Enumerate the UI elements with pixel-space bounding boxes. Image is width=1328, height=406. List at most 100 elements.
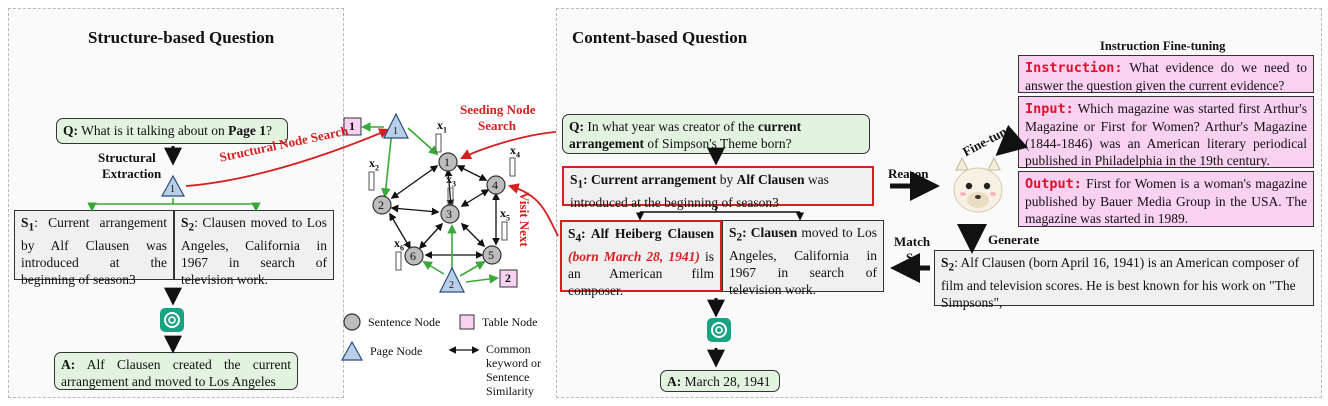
page-label-1: 1 <box>393 126 398 137</box>
chatgpt-icon <box>160 308 184 332</box>
input-box: Input: Which magazine was started first … <box>1018 96 1314 168</box>
page-node-2 <box>439 266 465 293</box>
cq-end: of Simpson's Theme born? <box>647 136 792 151</box>
page-node-icon <box>160 174 186 197</box>
answer-text: Alf Clausen created the current arrangem… <box>61 357 292 389</box>
question-text: What is it talking about on <box>81 123 225 138</box>
cs4-sub: 4 <box>575 232 582 245</box>
generated-box: S2: Alf Clausen (born April 16, 1941) is… <box>934 250 1314 310</box>
sentence-node-4 <box>486 175 506 195</box>
input-text: Which magazine was started first Arthur'… <box>1025 101 1307 168</box>
legend-page-text: Page Node <box>370 344 423 358</box>
page-label-left: 1 <box>170 184 175 195</box>
sentence-node-2 <box>372 195 392 215</box>
node-label-4: 4 <box>492 178 498 192</box>
gen-sub: 2 <box>948 261 955 274</box>
structure-s2-box: S2: Clausen moved to Los Angeles, Califo… <box>174 210 334 287</box>
instruction-text: What evidence do we need to answer the q… <box>1025 60 1307 93</box>
cs4-bold: : Alf Heiberg Clausen <box>581 226 714 241</box>
output-label: Output: <box>1025 176 1082 192</box>
legend-sentence-text: Sentence Node <box>368 315 441 329</box>
instruction-box: Instruction: What evidence do we need to… <box>1018 55 1314 93</box>
content-s2-box: S2: Clausen moved to Los Angeles, Califo… <box>722 220 884 297</box>
content-title: Content-based Question <box>572 28 748 47</box>
output-text: First for Women is a woman's magazine pu… <box>1025 176 1307 226</box>
node-label-2: 2 <box>378 198 384 212</box>
x-label-6: x6 <box>394 236 404 253</box>
chatgpt-icon-right <box>707 318 731 342</box>
x-label-2: x2 <box>369 156 379 173</box>
content-answer-box: A: March 28, 1941 <box>660 370 780 392</box>
structure-title: Structure-based Question <box>88 28 275 47</box>
legend-sentence-icon <box>343 313 361 331</box>
table-node-1 <box>343 117 362 136</box>
node-label-5: 5 <box>488 248 494 262</box>
gen-prime: S <box>941 255 949 270</box>
question-prefix: Q: <box>63 123 78 138</box>
content-question-box: Q: In what year was creator of the curre… <box>562 114 870 154</box>
legend-page-icon <box>340 340 364 361</box>
cs2-bold: : Clausen <box>742 225 798 240</box>
cs1-end: was introduced at the beginning of seaso… <box>570 172 829 210</box>
page-node-1 <box>383 112 409 139</box>
cs1-label: S1 <box>570 172 584 191</box>
match-label: Match <box>894 234 931 249</box>
table-label-2: 2 <box>505 271 511 285</box>
output-box: Output: First for Women is a woman's mag… <box>1018 171 1314 227</box>
gen-label: S2 <box>941 255 954 274</box>
table-node-2 <box>499 269 518 288</box>
question-end: ? <box>266 123 272 138</box>
answer-prefix: A: <box>61 357 76 372</box>
legend-common-3: Sentence <box>486 370 530 384</box>
s2-text: : Clausen moved to Los Angeles, Californ… <box>181 215 327 287</box>
structure-answer-box: A: Alf Clausen created the current arran… <box>54 352 298 390</box>
sentence-node-5 <box>482 245 502 265</box>
extraction-label-1: Structural <box>98 150 156 165</box>
node-label-3: 3 <box>446 207 452 221</box>
gen-text: : Alf Clausen (born April 16, 1941) is a… <box>941 255 1300 310</box>
content-s4-box: S4: Alf Heiberg Clausen (born March 28, … <box>560 220 722 298</box>
sentence-node-6 <box>404 246 424 266</box>
cs1-bold-b: Alf Clausen <box>736 172 805 187</box>
cs4-label: S4 <box>568 226 582 245</box>
x-label-1: x1 <box>437 118 447 135</box>
instruction-label: Instruction: <box>1025 60 1123 76</box>
legend-common-2: keyword or <box>486 356 541 370</box>
x-label-3: x3 <box>446 172 456 189</box>
s1-label: S1 <box>21 215 35 234</box>
x-label-5: x5 <box>500 206 510 223</box>
extraction-label-2: Extraction <box>102 166 162 181</box>
legend-common-1: Common <box>486 342 531 356</box>
page-label-2: 2 <box>449 280 454 291</box>
cq-bold: current arrangement <box>569 119 802 151</box>
finetune-title: Instruction Fine-tuning <box>1100 39 1226 53</box>
visit-next-label: Visit Next <box>517 192 532 247</box>
structure-panel <box>8 8 344 398</box>
cs1-mid: by <box>719 172 734 187</box>
s2-sub: 2 <box>188 221 195 234</box>
structure-s1-box: S1: Current arrangement by Alf Clausen w… <box>14 210 174 287</box>
s1-sub: 1 <box>28 221 35 234</box>
input-label: Input: <box>1025 101 1074 117</box>
seeding-label-2: Search <box>478 118 517 133</box>
cs2-label: S2 <box>729 225 743 244</box>
cs4-red: (born March 28, 1941) <box>568 248 700 264</box>
s2-label: S2 <box>181 215 195 234</box>
table-label-1: 1 <box>349 119 355 133</box>
content-s1-box: S1: Current arrangement by Alf Clausen w… <box>562 166 874 210</box>
legend-table-text: Table Node <box>482 315 538 329</box>
s1-text: : Current arrangement by Alf Clausen was… <box>21 215 167 287</box>
node-label-1: 1 <box>444 155 450 169</box>
question-bold: Page 1 <box>228 123 266 138</box>
ca-text: March 28, 1941 <box>684 374 771 389</box>
cs2-sub: 2 <box>736 231 743 244</box>
cs1-sub: 1 <box>577 178 584 191</box>
ca-prefix: A: <box>667 374 682 389</box>
cs2-end: moved to Los Angeles, California in 1967… <box>729 225 877 297</box>
cs4-end: is an American film composer. <box>568 248 715 298</box>
cs1-bold-a: : Current arrangement <box>583 172 717 187</box>
x-label-4: x4 <box>510 143 520 160</box>
legend-table-icon <box>459 314 475 330</box>
